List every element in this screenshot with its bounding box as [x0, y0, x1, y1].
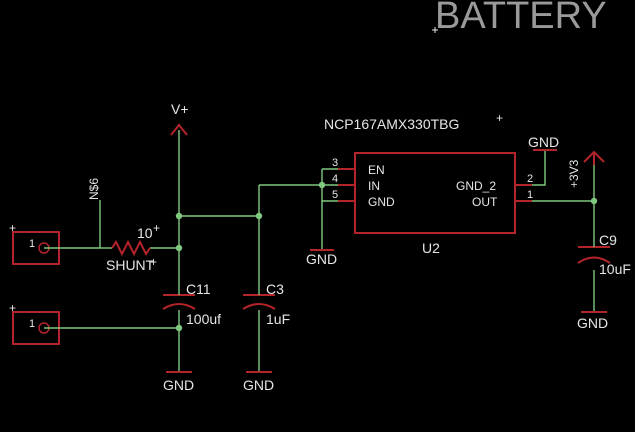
origin-plus: + [150, 255, 157, 269]
supply-vplus-symbol [170, 123, 188, 136]
capacitor-c3[interactable] [242, 290, 276, 310]
origin-plus: + [9, 301, 16, 315]
net-label: N$6 [87, 178, 101, 200]
ground-symbols [166, 149, 607, 373]
ground-label: GND [163, 377, 194, 393]
origin-plus: + [496, 111, 503, 125]
pin-label: IN [368, 179, 380, 193]
capacitor-c11[interactable] [162, 290, 196, 310]
pin-label: OUT [472, 195, 498, 209]
capacitor-c9[interactable] [577, 245, 611, 264]
supply-3v3-label: +3V3 [567, 159, 581, 188]
ground-label: GND [577, 315, 608, 331]
ground-label: GND [243, 377, 274, 393]
sheet-title: BATTERY [435, 0, 607, 37]
capacitor-c11-ref: C11 [186, 281, 211, 297]
pin-number: 3 [332, 157, 338, 169]
pin-number: 1 [527, 189, 533, 201]
capacitor-c11-value: 100uf [186, 311, 221, 327]
capacitor-c9-ref: C9 [599, 232, 617, 248]
capacitor-c3-value: 1uF [266, 311, 290, 327]
pin-number: 4 [332, 173, 338, 185]
junction-dots [175, 181, 598, 332]
pin-label: EN [368, 163, 385, 177]
pin-number: 2 [527, 173, 533, 185]
origin-plus: + [9, 221, 16, 235]
shunt-value: 10 [137, 225, 153, 241]
regulator-ref: U2 [422, 240, 440, 256]
connector-pin-label: 1 [29, 238, 35, 250]
ground-label: GND [306, 251, 337, 267]
pin-label: GND [368, 195, 395, 209]
pin-number: 5 [332, 189, 338, 201]
connector-pin-label: 1 [29, 318, 35, 330]
regulator-name: NCP167AMX330TBG [324, 116, 459, 132]
shunt-ref: SHUNT [106, 257, 155, 273]
origin-plus: + [153, 221, 160, 235]
supply-vplus-label: V+ [171, 101, 189, 117]
ground-label: GND [528, 134, 559, 150]
capacitor-c9-value: 10uF [599, 261, 631, 277]
pin-label: GND_2 [456, 179, 496, 193]
supply-3v3-symbol [583, 150, 605, 165]
capacitor-c3-ref: C3 [266, 281, 284, 297]
shunt-resistor[interactable] [111, 239, 151, 257]
regulator-ic[interactable] [338, 152, 532, 234]
